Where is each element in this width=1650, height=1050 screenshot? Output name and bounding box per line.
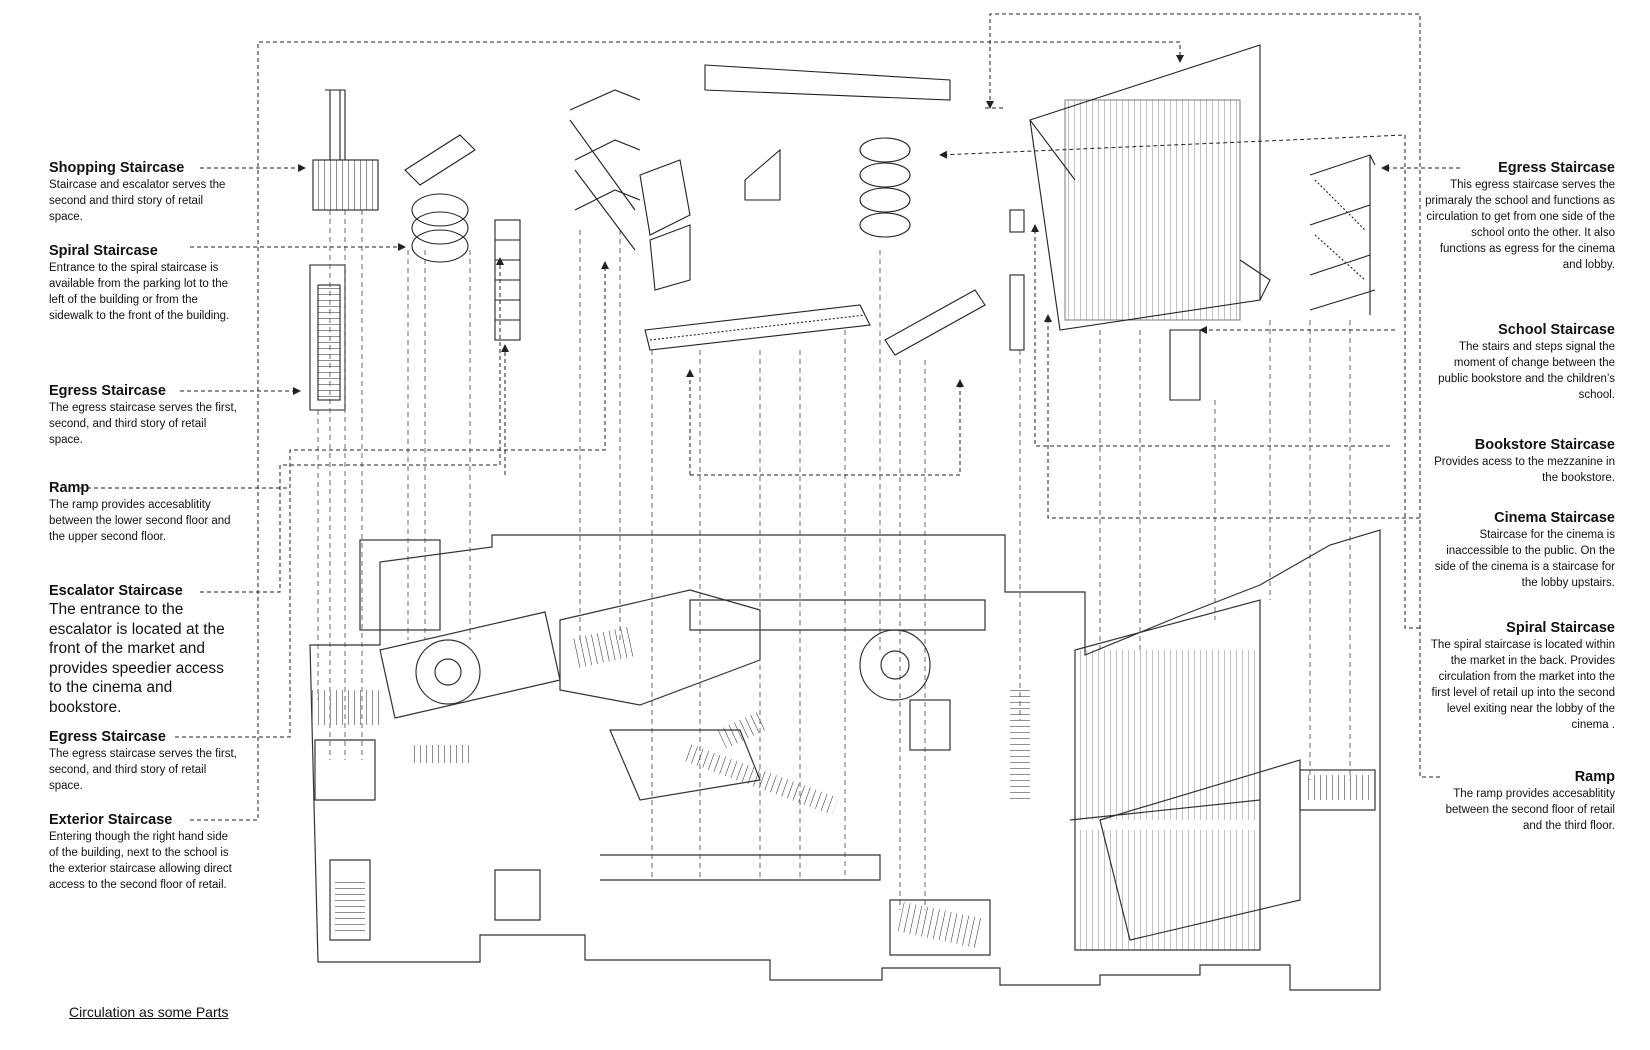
label-egress-staircase-left-2: Egress Staircase The egress staircase se… bbox=[49, 729, 239, 794]
label-egress-staircase-right: Egress Staircase This egress staircase s… bbox=[1425, 160, 1615, 273]
plan-stair-hatching bbox=[310, 626, 1370, 950]
label-description: The egress staircase serves the first, s… bbox=[49, 748, 237, 792]
label-title: Bookstore Staircase bbox=[1474, 437, 1615, 453]
label-spiral-staircase-left: Spiral Staircase Entrance to the spiral … bbox=[49, 243, 239, 324]
label-cinema-staircase: Cinema Staircase Staircase for the cinem… bbox=[1425, 510, 1615, 591]
label-exterior-staircase: Exterior Staircase Entering though the r… bbox=[49, 812, 239, 893]
label-title: Cinema Staircase bbox=[1494, 510, 1615, 526]
label-title: Egress Staircase bbox=[49, 729, 166, 745]
label-spiral-staircase-right: Spiral Staircase The spiral staircase is… bbox=[1425, 620, 1615, 733]
label-title: Ramp bbox=[49, 480, 90, 496]
label-description: Provides acess to the mezzanine in the b… bbox=[1434, 456, 1615, 484]
label-description: The ramp provides accesablitity between … bbox=[1445, 788, 1615, 832]
label-description: Staircase and escalator serves the secon… bbox=[49, 179, 226, 223]
label-title: Escalator Staircase bbox=[49, 583, 183, 599]
label-description: The entrance to the escalator is located… bbox=[49, 601, 225, 716]
label-title: Shopping Staircase bbox=[49, 160, 185, 176]
label-escalator-staircase: Escalator Staircase The entrance to the … bbox=[49, 583, 239, 717]
label-description: The spiral staircase is located within t… bbox=[1430, 639, 1615, 731]
label-ramp-right: Ramp The ramp provides accesablitity bet… bbox=[1425, 769, 1615, 834]
label-title: Exterior Staircase bbox=[49, 812, 173, 828]
label-title: Spiral Staircase bbox=[49, 243, 158, 259]
label-description: The stairs and steps signal the moment o… bbox=[1438, 341, 1615, 401]
label-school-staircase: School Staircase The stairs and steps si… bbox=[1425, 322, 1615, 403]
label-shopping-staircase: Shopping Staircase Staircase and escalat… bbox=[49, 160, 239, 225]
projection-lines bbox=[317, 210, 1351, 910]
label-ramp-left: Ramp The ramp provides accesablitity bet… bbox=[49, 480, 239, 545]
label-egress-staircase-left-1: Egress Staircase The egress staircase se… bbox=[49, 383, 239, 448]
label-description: The egress staircase serves the first, s… bbox=[49, 402, 237, 446]
leader-lines bbox=[80, 13, 1460, 821]
label-description: This egress staircase serves the primara… bbox=[1425, 179, 1615, 271]
label-description: Entering though the right hand side of t… bbox=[49, 831, 232, 891]
label-title: Egress Staircase bbox=[1498, 160, 1615, 176]
label-title: Egress Staircase bbox=[49, 383, 166, 399]
label-title: Ramp bbox=[1574, 769, 1615, 785]
axonometric-stair-pieces bbox=[309, 44, 1376, 411]
label-title: Spiral Staircase bbox=[1506, 620, 1615, 636]
label-bookstore-staircase: Bookstore Staircase Provides acess to th… bbox=[1425, 437, 1615, 486]
label-description: The ramp provides accesablitity between … bbox=[49, 499, 231, 543]
label-description: Staircase for the cinema is inaccessible… bbox=[1434, 529, 1615, 589]
drawing-caption: Circulation as some Parts bbox=[69, 1004, 229, 1020]
label-title: School Staircase bbox=[1498, 322, 1615, 338]
label-description: Entrance to the spiral staircase is avai… bbox=[49, 262, 230, 322]
